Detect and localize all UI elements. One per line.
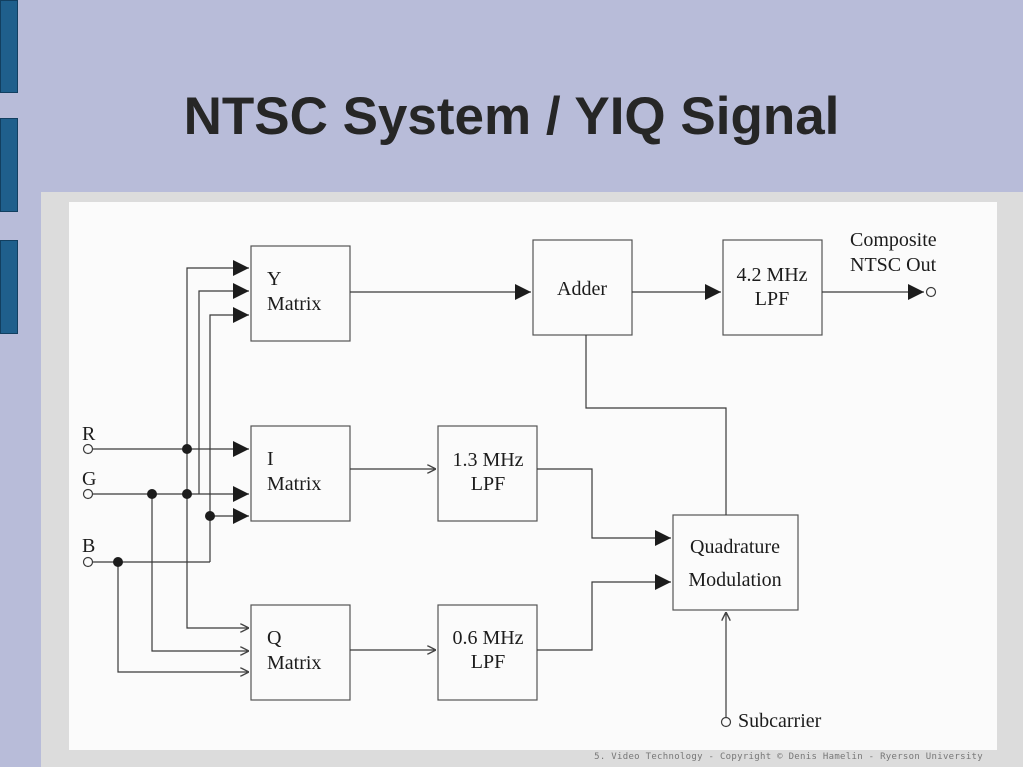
- quad-mod-label-2: Modulation: [688, 569, 781, 591]
- input-label-r: R: [82, 423, 96, 445]
- i-matrix-label-1: I: [267, 448, 274, 470]
- lpf-4-2-label-2: LPF: [755, 288, 789, 310]
- input-label-b: B: [82, 535, 95, 557]
- junction-dots: [113, 444, 215, 567]
- lpf-1-3-block: [437, 425, 538, 522]
- lpf-1-3-label-2: LPF: [471, 473, 505, 495]
- lpf-1-3-label-1: 1.3 MHz: [452, 449, 523, 471]
- subcarrier-label: Subcarrier: [738, 710, 822, 732]
- lpf-4-2-block: [722, 239, 823, 336]
- q-matrix-block: [250, 604, 351, 701]
- y-matrix-block: [250, 245, 351, 342]
- lpf-0-6-label-2: LPF: [471, 651, 505, 673]
- slide-title: NTSC System / YIQ Signal: [183, 87, 840, 146]
- side-bar-3: [0, 240, 18, 334]
- q-matrix-label-2: Matrix: [267, 652, 321, 674]
- terminal-circles: [82, 286, 937, 728]
- i-matrix-label-2: Matrix: [267, 473, 321, 495]
- quad-mod-label-1: Quadrature: [690, 536, 780, 558]
- lpf-4-2-label-1: 4.2 MHz: [736, 264, 807, 286]
- y-matrix-label-2: Matrix: [267, 293, 321, 315]
- adder-label: Adder: [557, 278, 607, 300]
- side-bar-1: [0, 0, 18, 93]
- input-label-g: G: [82, 468, 96, 490]
- slide-footer: 5. Video Technology - Copyright © Denis …: [594, 752, 983, 762]
- output-label-2: NTSC Out: [850, 254, 937, 276]
- i-matrix-block: [250, 425, 351, 522]
- adder-block: [532, 239, 633, 336]
- quadrature-modulation-block: [672, 514, 799, 611]
- side-bar-2: [0, 118, 18, 212]
- y-matrix-label-1: Y: [267, 268, 281, 290]
- output-label-1: Composite: [850, 229, 937, 251]
- q-matrix-label-1: Q: [267, 627, 282, 649]
- signal-wires: [92, 260, 924, 718]
- lpf-0-6-block: [437, 604, 538, 701]
- lpf-0-6-label-1: 0.6 MHz: [452, 627, 523, 649]
